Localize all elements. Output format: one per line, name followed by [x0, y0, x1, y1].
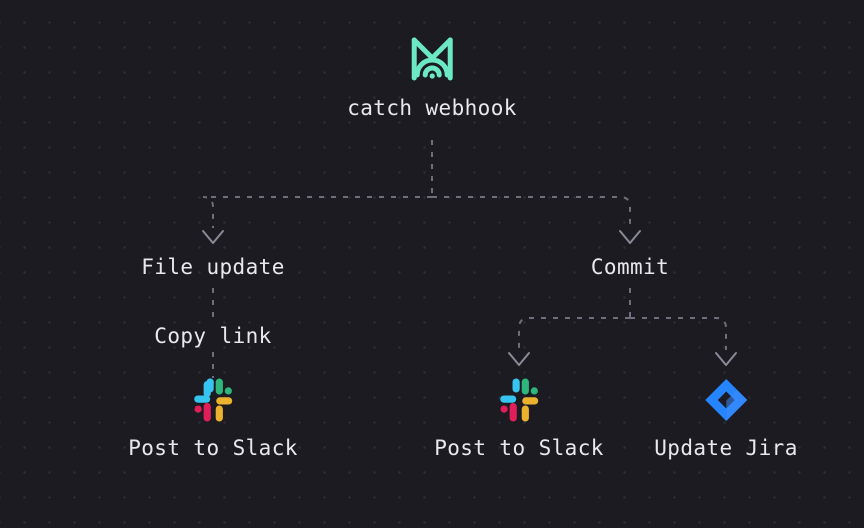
n8n-webhook-icon [408, 34, 456, 88]
edge-commit-to-jira [630, 317, 727, 350]
arrowhead-file-update [202, 230, 224, 244]
jira-icon [702, 376, 750, 428]
node-commit[interactable]: Commit [591, 255, 669, 280]
arrowhead-commit [619, 230, 641, 244]
slack-icon [495, 376, 543, 428]
arrowhead-slack-right [508, 352, 530, 366]
edge-webhook-to-file-update [202, 196, 432, 228]
node-post-to-slack-left[interactable]: Post to Slack [128, 376, 298, 461]
node-post-to-slack-right[interactable]: Post to Slack [434, 376, 604, 461]
node-catch-webhook[interactable]: catch webhook [347, 34, 517, 121]
edge-webhook-to-commit [432, 196, 631, 228]
node-file-update[interactable]: File update [141, 255, 284, 280]
node-label: catch webhook [347, 96, 517, 120]
node-label: Post to Slack [128, 436, 298, 460]
arrowhead-jira [715, 352, 737, 366]
edge-commit-to-slack [518, 317, 630, 350]
node-label: Commit [590, 255, 670, 279]
node-label: Post to Slack [434, 436, 604, 460]
node-label: Update Jira [654, 436, 798, 460]
slack-icon [189, 376, 237, 428]
node-label: File update [141, 255, 285, 279]
node-update-jira[interactable]: Update Jira [654, 376, 797, 461]
node-label: Copy link [154, 324, 272, 348]
node-copy-link[interactable]: Copy link [154, 324, 271, 349]
